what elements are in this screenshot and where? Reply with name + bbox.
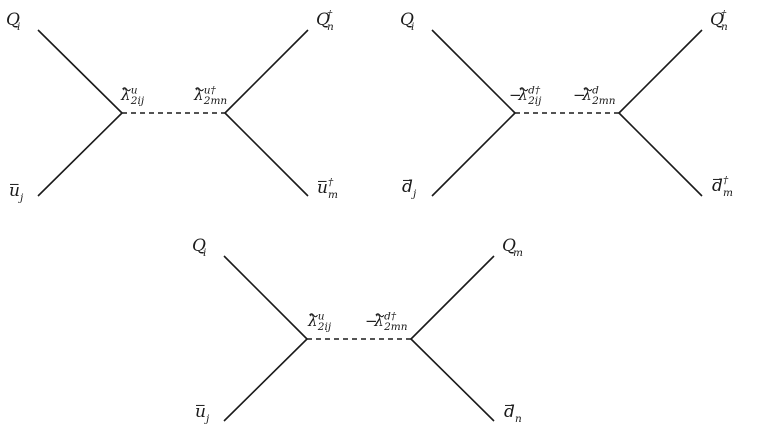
superscript: † [721, 8, 727, 20]
subscript: i [203, 247, 206, 259]
symbol: d [402, 177, 413, 197]
leg-bottom-right [618, 112, 703, 197]
superscript: u [318, 310, 325, 322]
subscript: 2mn [383, 321, 408, 333]
superscript: d† [528, 84, 541, 96]
label-top-right: Q†n [316, 8, 334, 33]
symbol: u [9, 181, 20, 201]
leg-bottom-left [37, 112, 123, 197]
subscript: n [515, 413, 522, 425]
leg-top-left [223, 255, 308, 340]
label-bottom-right: d†m [712, 174, 733, 199]
symbol: λ [581, 86, 592, 104]
symbol: λ [120, 86, 131, 104]
leg-top-right [224, 29, 309, 114]
symbol: u [317, 178, 328, 198]
symbol: Q [710, 10, 724, 30]
subscript: m [328, 189, 338, 201]
label-bottom-right: u†m [317, 176, 338, 201]
symbol: λ [307, 312, 318, 330]
leg-top-right [410, 255, 495, 340]
leg-bottom-left [431, 112, 516, 197]
leg-top-left [431, 29, 516, 114]
subscript: m [723, 187, 733, 199]
subscript: n [721, 21, 728, 33]
subscript: m [513, 247, 523, 259]
superscript: u† [204, 84, 217, 96]
superscript: d† [384, 310, 397, 322]
symbol: d [712, 176, 723, 196]
symbol: λ [193, 86, 204, 104]
leg-top-right [618, 29, 703, 114]
subscript: 2mn [203, 95, 228, 107]
sign: − [365, 312, 378, 330]
superscript: † [327, 8, 333, 20]
leg-top-left [37, 29, 123, 114]
subscript: i [17, 21, 20, 33]
tilde-mark [583, 87, 593, 92]
label-top-right: Qm [502, 236, 523, 259]
symbol: λ [373, 312, 384, 330]
tilde-mark [195, 87, 204, 92]
tilde-mark [309, 313, 318, 318]
subscript: i [411, 21, 414, 33]
symbol: Q [192, 236, 206, 256]
leg-bottom-left [223, 338, 308, 422]
subscript: j [18, 192, 24, 204]
sign: − [509, 86, 522, 104]
subscript: 2ij [527, 95, 542, 107]
label-top-right: Q†n [710, 8, 728, 33]
label-top-left: Qi [400, 10, 414, 33]
tilde-mark [519, 87, 529, 92]
tilde-mark [375, 313, 385, 318]
leg-bottom-right [410, 338, 495, 422]
superscript: u [131, 84, 138, 96]
symbol: d [504, 402, 515, 422]
sign: − [573, 86, 586, 104]
subscript: 2mn [591, 95, 616, 107]
superscript: d [592, 84, 599, 96]
symbol: Q [502, 236, 516, 256]
symbol: u [195, 402, 206, 422]
symbol: Q [316, 10, 330, 30]
leg-bottom-right [224, 112, 309, 197]
symbol: Q [6, 10, 20, 30]
label-top-left: Qi [6, 10, 20, 33]
subscript: n [327, 21, 334, 33]
subscript: 2ij [130, 95, 145, 107]
label-top-left: Qi [192, 236, 206, 259]
subscript: j [411, 188, 417, 200]
tilde-mark [122, 87, 131, 92]
symbol: Q [400, 10, 414, 30]
symbol: λ [517, 86, 528, 104]
subscript: j [204, 413, 210, 425]
superscript: † [328, 176, 334, 188]
subscript: 2ij [317, 321, 332, 333]
superscript: † [723, 174, 729, 186]
